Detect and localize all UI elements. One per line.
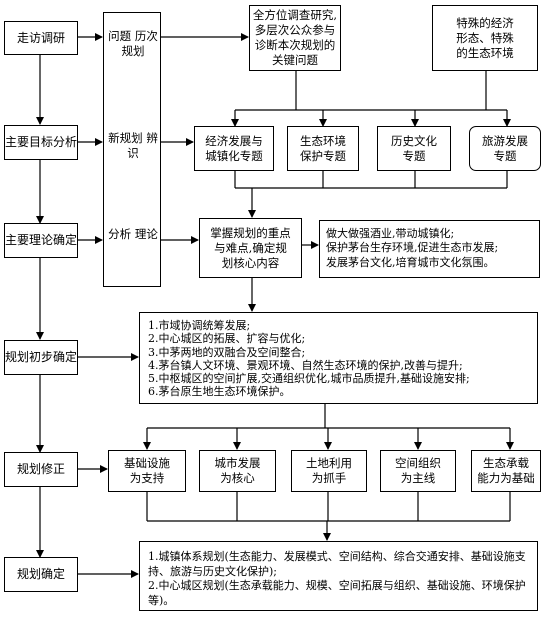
list-item: 6.茅台原生地生态环境保护。: [148, 385, 291, 399]
revision-spatial-organization: 空间组织为主线: [380, 450, 456, 492]
revision-ecological-capacity: 生态承载能力为基础: [471, 450, 541, 492]
step-main-goals: 主要目标分析: [4, 125, 78, 160]
step-plan-final: 规划确定: [4, 557, 78, 592]
revision-urban-development: 城市发展为核心: [199, 450, 276, 492]
strategy-goals-box: 做大做强酒业,带动城镇化; 保护茅台生存环境,促进生态市发展; 发展茅台文化,培…: [319, 220, 540, 278]
final-plan-list: 1.城镇体系规划(生态能力、发展模式、空间结构、综合交通安排、基础设施支持、旅游…: [139, 541, 538, 611]
topic-ecology-protection: 生态环境保护专题: [287, 126, 359, 171]
side-label-identification: 新规划 辨识: [108, 131, 158, 160]
analysis-column: 问题 历次规划 新规划 辨识 分析 理论: [103, 12, 161, 287]
list-item: 2.中心城区规划(生态承载能力、规模、空间拓展与组织、基础设施、环境保护等)。: [148, 579, 526, 607]
step-label: 主要目标分析: [5, 135, 78, 149]
list-item: 3.中茅两地的双融合及空间整合;: [148, 345, 306, 359]
topic-economy-urbanization: 经济发展与城镇化专题: [194, 126, 274, 171]
step-plan-revision: 规划修正: [4, 452, 78, 487]
preliminary-plan-list: 1.市域协调统筹发展; 2.中心城区的拓展、扩容与优化; 3.中茅两地的双融合及…: [139, 312, 538, 404]
step-field-survey: 走访调研: [4, 21, 78, 55]
list-item: 5.中枢城区的空间扩展,交通组织优化,城市品质提升,基础设施安排;: [148, 372, 470, 386]
side-label-problems: 问题 历次规划: [108, 29, 158, 58]
step-main-theory: 主要理论确定: [4, 223, 78, 258]
goal-item: 发展茅台文化,培育城市文化氛围。: [326, 255, 495, 269]
revision-infrastructure: 基础设施为支持: [108, 450, 186, 492]
list-item: 2.中心城区的拓展、扩容与优化;: [148, 332, 306, 346]
step-label: 走访调研: [16, 30, 65, 45]
goal-item: 保护茅台生存环境,促进生态市发展;: [326, 241, 499, 255]
list-item: 4.茅台镇人文环境、景观环境、自然生态环境的保护,改善与提升;: [148, 358, 463, 372]
step-preliminary-plan: 规划初步确定: [4, 340, 78, 375]
list-item: 1.城镇体系规划(生态能力、发展模式、空间结构、综合交通安排、基础设施支持、旅游…: [148, 550, 526, 578]
core-content-box: 掌握规划的重点 与难点,确定规 划核心内容: [199, 218, 302, 278]
step-label: 规划确定: [16, 567, 65, 581]
list-item: 1.市域协调统筹发展;: [148, 319, 251, 332]
goal-item: 做大做强酒业,带动城镇化;: [326, 227, 455, 240]
topic-tourism: 旅游发展专题: [469, 126, 541, 171]
step-label: 主要理论确定: [5, 233, 78, 247]
step-label: 规划修正: [16, 462, 65, 476]
revision-land-use: 土地利用为抓手: [291, 450, 367, 492]
side-label-theory: 分析 理论: [108, 227, 158, 241]
step-label: 规划初步确定: [5, 350, 78, 364]
topic-history-culture: 历史文化专题: [377, 126, 451, 171]
survey-box: 全方位调查研究, 多层次公众参与 诊断本次规划的 关键问题: [249, 5, 341, 71]
special-context-box: 特殊的经济 形态、特殊 的生态环境: [432, 5, 538, 71]
